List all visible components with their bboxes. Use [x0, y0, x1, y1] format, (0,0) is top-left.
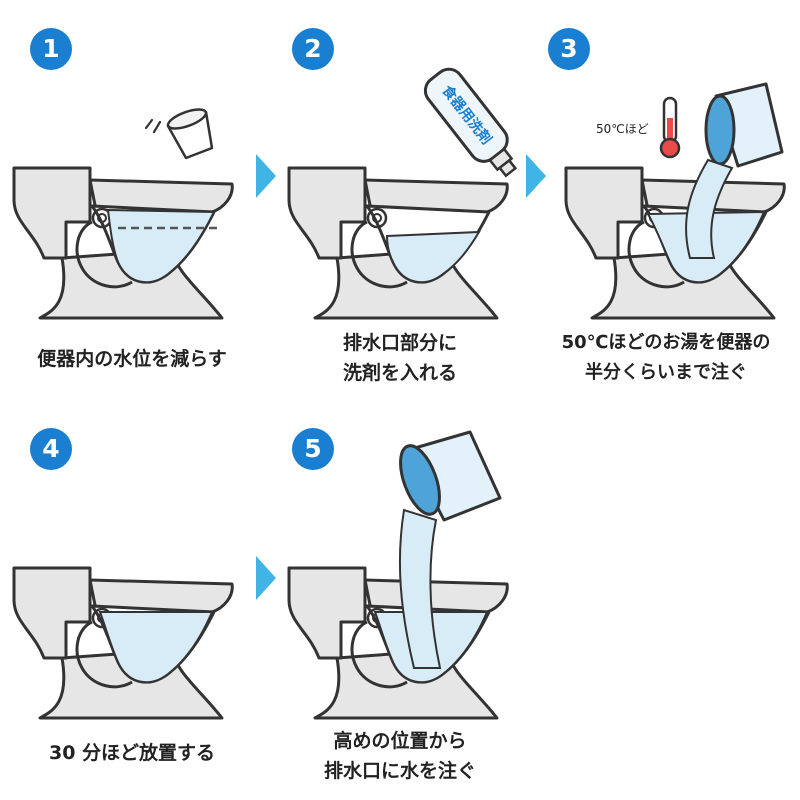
toilet-step-5 — [287, 566, 509, 720]
arrow-step-4-to-5 — [256, 556, 276, 600]
step-4-caption: 30 分ほど放置する — [48, 742, 216, 764]
step-3-number-badge: 3 — [548, 28, 590, 70]
toilet-bailing-cup-icon — [144, 108, 214, 160]
step-4-number-badge: 4 — [30, 428, 72, 470]
detergent-bottle-icon: 食器用洗剤 — [423, 67, 518, 178]
step-5-caption: 高めの位置から 排水口に水を注ぐ — [323, 730, 476, 782]
thermometer-icon — [659, 96, 681, 159]
step-2-number-badge: 2 — [292, 28, 334, 70]
step-1-number-badge: 1 — [30, 28, 72, 70]
step-2-caption: 排水口部分に 洗剤を入れる — [342, 332, 457, 384]
step-3-caption: 50℃ほどのお湯を便器の 半分くらいまで注ぐ — [561, 332, 771, 383]
water-settled — [98, 611, 214, 683]
toilet-step-2 — [287, 166, 509, 320]
temperature-label: 50℃ほど — [596, 122, 649, 136]
water-low — [385, 230, 481, 283]
arrow-step-1-to-2 — [256, 154, 276, 198]
arrow-step-2-to-3 — [526, 154, 546, 198]
step-5-number-badge: 5 — [292, 428, 334, 470]
pour-water-bucket-icon — [398, 430, 502, 669]
hot-water-bucket-icon — [685, 82, 784, 259]
toilet-step-1 — [12, 166, 234, 320]
step-1-caption: 便器内の水位を減らす — [37, 348, 227, 370]
water-high — [106, 208, 216, 283]
toilet-step-4 — [12, 566, 234, 720]
toilet-step-3 — [564, 166, 786, 320]
